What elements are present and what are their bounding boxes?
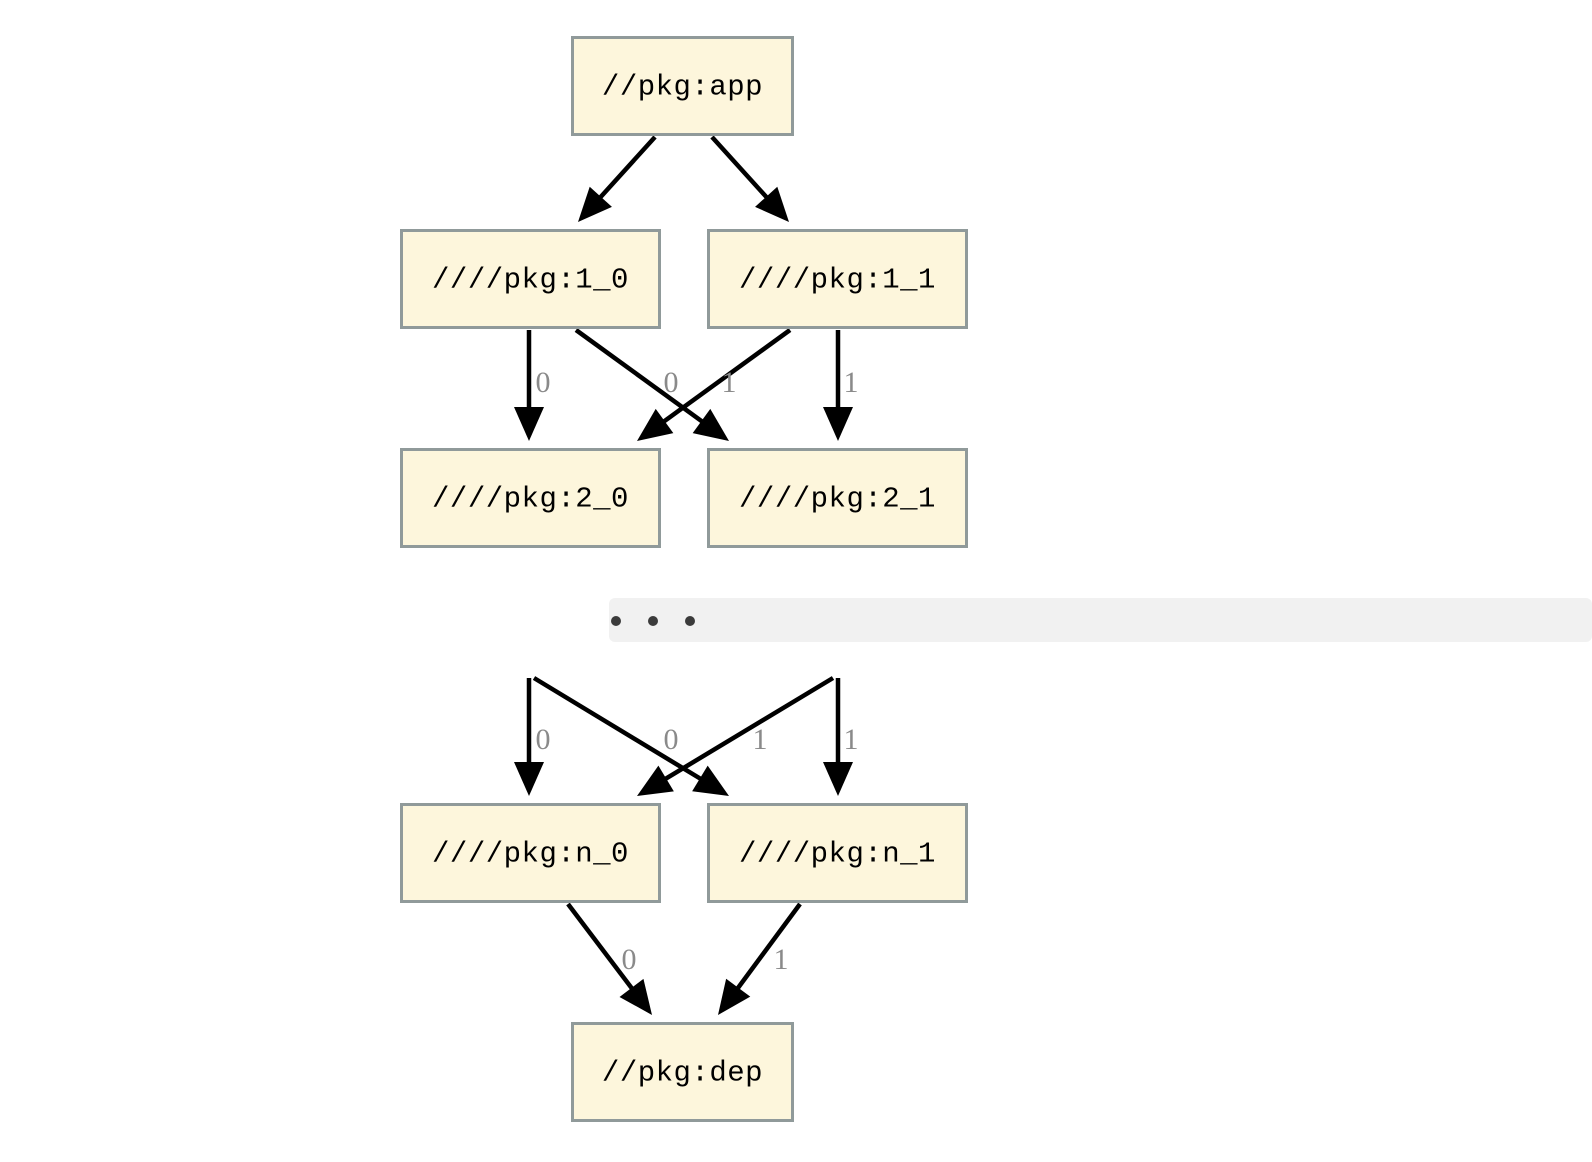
- graph-node-n1_0[interactable]: ////pkg:1_0: [400, 229, 661, 329]
- edge-label: 1: [753, 723, 768, 756]
- edge-label: 1: [844, 366, 859, 399]
- node-box[interactable]: [571, 36, 794, 136]
- edge-line: [532, 676, 707, 784]
- edge-arrowhead-icon: [718, 978, 751, 1015]
- edge-label: 0: [536, 366, 551, 399]
- node-label: ////pkg:2_1: [739, 483, 936, 516]
- graph-node-n1_1[interactable]: ////pkg:1_1: [707, 229, 968, 329]
- node-box[interactable]: [707, 448, 968, 548]
- node-label: ////pkg:n_0: [432, 838, 629, 871]
- graph-edge: 0: [532, 676, 729, 796]
- edge-arrowhead-icon: [514, 407, 544, 441]
- node-label: ////pkg:1_1: [739, 264, 936, 297]
- ellipsis-separator: [609, 598, 1592, 642]
- graph-edge: [578, 135, 657, 222]
- edge-arrowhead-icon: [514, 762, 544, 796]
- edge-line: [659, 676, 835, 784]
- edge-label: 0: [664, 366, 679, 399]
- edge-label: 1: [844, 723, 859, 756]
- edge-arrowhead-icon: [692, 765, 729, 796]
- graph-edge: 0: [514, 678, 551, 796]
- graph-edge: 1: [823, 678, 859, 796]
- node-box[interactable]: [707, 803, 968, 903]
- graph-node-dep[interactable]: //pkg:dep: [571, 1022, 794, 1122]
- edge-arrowhead-icon: [619, 978, 652, 1015]
- edge-label: 1: [774, 943, 789, 976]
- edge-line: [658, 328, 792, 427]
- edge-arrowhead-icon: [823, 407, 853, 441]
- node-label: ////pkg:n_1: [739, 838, 936, 871]
- node-box[interactable]: [400, 229, 661, 329]
- node-label: //pkg:dep: [602, 1057, 763, 1090]
- node-box[interactable]: [707, 229, 968, 329]
- node-label: //pkg:app: [602, 71, 763, 104]
- node-box[interactable]: [400, 448, 661, 548]
- edge-line: [595, 135, 657, 203]
- edge-arrowhead-icon: [692, 408, 729, 441]
- graph-node-nn_0[interactable]: ////pkg:n_0: [400, 803, 661, 903]
- graph-edge: [710, 135, 789, 222]
- graph-edge: 1: [637, 328, 792, 441]
- edge-label: 0: [622, 943, 637, 976]
- node-label: ////pkg:2_0: [432, 483, 629, 516]
- nodes-layer: //pkg:app ////pkg:1_0 ////pkg:1_1 ////pkg:2…: [400, 36, 968, 1122]
- graph-edge: 1: [718, 902, 802, 1015]
- edge-label: 1: [722, 366, 737, 399]
- node-box[interactable]: [400, 803, 661, 903]
- edge-label: 0: [664, 723, 679, 756]
- ellipsis-dot: [611, 616, 621, 626]
- edge-arrowhead-icon: [578, 186, 612, 222]
- graph-edge: 0: [514, 330, 551, 441]
- graph-node-app[interactable]: //pkg:app: [571, 36, 794, 136]
- graph-node-n2_0[interactable]: ////pkg:2_0: [400, 448, 661, 548]
- ellipsis-band: [609, 598, 1592, 642]
- node-box[interactable]: [571, 1022, 794, 1122]
- graph-edge: 1: [637, 676, 835, 796]
- edge-line: [710, 135, 772, 203]
- graph-node-n2_1[interactable]: ////pkg:2_1: [707, 448, 968, 548]
- ellipsis-dot: [685, 616, 695, 626]
- edge-line: [732, 902, 802, 994]
- graph-node-nn_1[interactable]: ////pkg:n_1: [707, 803, 968, 903]
- edge-arrowhead-icon: [823, 762, 853, 796]
- node-label: ////pkg:1_0: [432, 264, 629, 297]
- edge-arrowhead-icon: [637, 765, 674, 796]
- edge-arrowhead-icon: [637, 408, 674, 441]
- edge-arrowhead-icon: [755, 186, 789, 222]
- ellipsis-dot: [648, 616, 658, 626]
- graph-edge: 1: [823, 330, 859, 441]
- edges-layer: 0 0 1 1 0 0 1 1 0 1: [514, 135, 859, 1015]
- graph-edge: 0: [566, 902, 652, 1015]
- edge-label: 0: [536, 723, 551, 756]
- edge-line: [566, 902, 637, 995]
